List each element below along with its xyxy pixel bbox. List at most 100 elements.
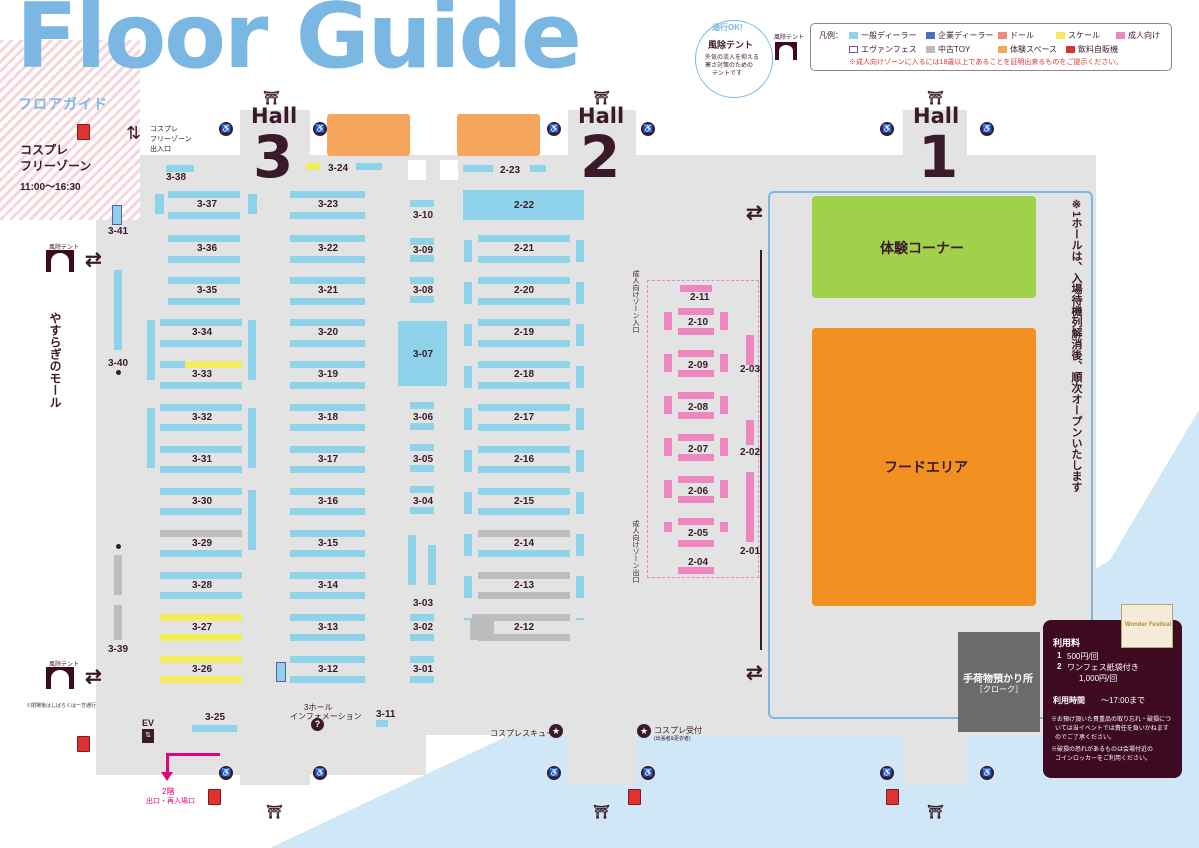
booth-row[interactable]	[290, 592, 365, 599]
booth-row[interactable]	[114, 555, 122, 595]
cloak-room[interactable]	[958, 632, 1040, 732]
booth-row[interactable]	[478, 277, 570, 284]
booth-row[interactable]	[678, 412, 714, 419]
booth-row[interactable]	[410, 507, 434, 514]
booth-row[interactable]	[248, 320, 256, 380]
booth-row[interactable]	[664, 312, 672, 532]
booth-row[interactable]	[478, 530, 570, 537]
booth-row[interactable]	[290, 256, 365, 263]
booth-row[interactable]	[410, 238, 434, 245]
booth-row[interactable]	[160, 592, 242, 599]
booth-row[interactable]	[410, 656, 434, 663]
booth-row[interactable]	[678, 308, 714, 315]
booth-row[interactable]	[147, 320, 155, 380]
booth-row[interactable]	[290, 466, 365, 473]
booth-row[interactable]	[290, 361, 365, 368]
booth-row[interactable]	[160, 404, 242, 411]
booth-row[interactable]	[290, 277, 365, 284]
booth-row[interactable]	[464, 240, 472, 620]
booth-row[interactable]	[290, 572, 365, 579]
booth-row[interactable]	[248, 194, 257, 214]
booth-row[interactable]	[478, 466, 570, 473]
booth-row[interactable]	[248, 408, 256, 468]
booth-row[interactable]	[478, 298, 570, 305]
booth-row[interactable]	[290, 676, 365, 683]
booth-row[interactable]	[478, 550, 570, 557]
booth-row[interactable]	[168, 235, 240, 242]
booth-row[interactable]	[478, 361, 570, 368]
booth-row[interactable]	[290, 634, 365, 641]
booth-row[interactable]	[290, 656, 365, 663]
booth-row[interactable]	[160, 656, 242, 663]
booth-row[interactable]	[478, 319, 570, 326]
booth-block-2-22[interactable]	[463, 190, 584, 220]
booth-row[interactable]	[478, 256, 570, 263]
booth-row[interactable]	[160, 550, 242, 557]
booth-row[interactable]	[290, 235, 365, 242]
booth-row[interactable]	[276, 662, 286, 682]
booth-row[interactable]	[478, 340, 570, 347]
booth-row[interactable]	[160, 466, 242, 473]
booth-row[interactable]	[408, 535, 416, 585]
booth-row[interactable]	[290, 298, 365, 305]
booth-row[interactable]	[290, 446, 365, 453]
booth-row[interactable]	[290, 340, 365, 347]
booth-row[interactable]	[470, 614, 494, 640]
booth-row[interactable]	[160, 572, 242, 579]
booth-row[interactable]	[746, 335, 754, 365]
booth-row[interactable]	[114, 605, 122, 640]
booth-row[interactable]	[678, 567, 714, 574]
booth-row[interactable]	[290, 508, 365, 515]
booth-row[interactable]	[160, 508, 242, 515]
booth-row[interactable]	[290, 614, 365, 621]
booth-row[interactable]	[160, 446, 242, 453]
booth-row[interactable]	[478, 572, 570, 579]
booth-row[interactable]	[410, 296, 434, 303]
booth-row[interactable]	[160, 382, 242, 389]
booth-row[interactable]	[678, 540, 714, 547]
booth-row[interactable]	[428, 545, 436, 585]
booth-row[interactable]	[478, 404, 570, 411]
booth-row[interactable]	[478, 508, 570, 515]
booth-row[interactable]	[410, 277, 434, 284]
booth-row[interactable]	[290, 212, 365, 219]
booth-row[interactable]	[160, 319, 242, 326]
booth-row[interactable]	[192, 725, 237, 732]
booth-row[interactable]	[678, 476, 714, 483]
booth-row[interactable]	[478, 446, 570, 453]
booth-row[interactable]	[478, 424, 570, 431]
booth-row[interactable]	[410, 200, 434, 207]
booth-row[interactable]	[160, 488, 242, 495]
booth-row[interactable]	[576, 240, 584, 620]
booth-row[interactable]	[410, 423, 434, 430]
booth-row[interactable]	[680, 285, 712, 292]
booth-row[interactable]	[290, 319, 365, 326]
booth-row[interactable]	[463, 165, 493, 172]
booth-row[interactable]	[168, 277, 240, 284]
booth-row[interactable]	[155, 194, 164, 214]
booth-row[interactable]	[746, 420, 754, 445]
booth-row[interactable]	[478, 634, 570, 641]
booth-row[interactable]	[290, 424, 365, 431]
booth-row[interactable]	[376, 720, 388, 727]
booth-row[interactable]	[168, 191, 240, 198]
booth-row[interactable]	[160, 530, 242, 537]
booth-row[interactable]	[678, 370, 714, 377]
booth-row[interactable]	[410, 676, 434, 683]
booth-row[interactable]	[114, 270, 122, 350]
booth-row[interactable]	[290, 382, 365, 389]
booth-row[interactable]	[160, 614, 242, 621]
booth-row[interactable]	[410, 402, 434, 409]
booth-row[interactable]	[290, 550, 365, 557]
booth-row[interactable]	[678, 434, 714, 441]
booth-row[interactable]	[746, 472, 754, 542]
booth-row[interactable]	[410, 255, 434, 262]
booth-row[interactable]	[410, 614, 434, 621]
booth-row[interactable]	[720, 312, 728, 532]
booth-row[interactable]	[160, 340, 242, 347]
booth-row[interactable]	[168, 298, 240, 305]
booth-row[interactable]	[168, 212, 240, 219]
booth-row[interactable]	[678, 328, 714, 335]
booth-row[interactable]	[678, 518, 714, 525]
booth-row[interactable]	[160, 361, 185, 368]
